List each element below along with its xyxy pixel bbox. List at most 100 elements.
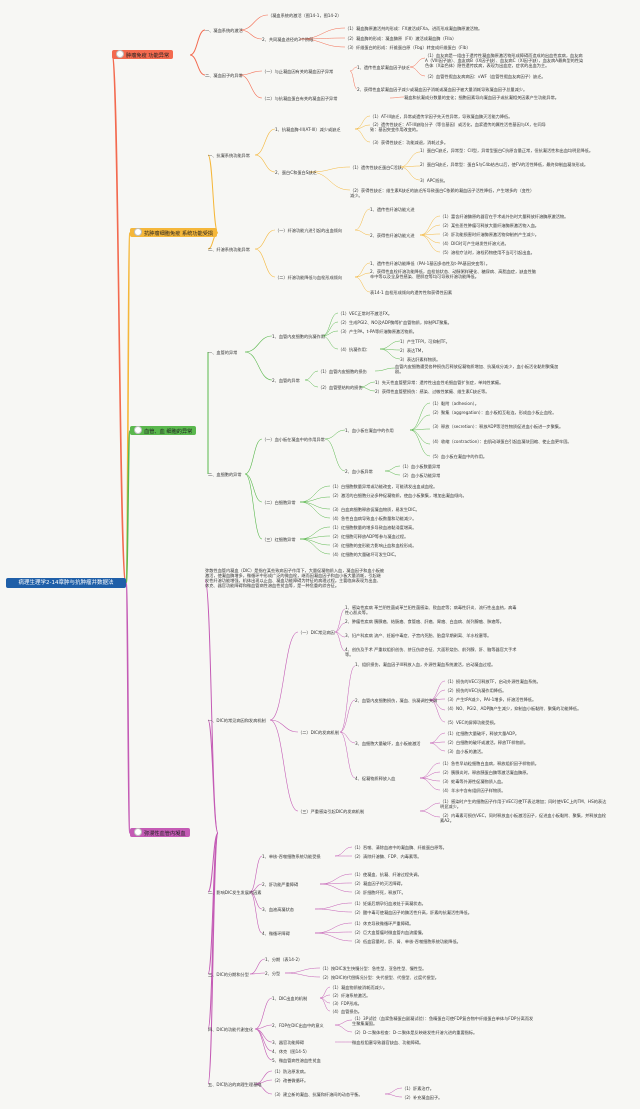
topic-node[interactable]: 4、微循环障碍 xyxy=(262,931,290,936)
topic-node[interactable]: （2）改善微循环。 xyxy=(272,1078,309,1083)
topic-node[interactable]: （3）肝细胞坏死，释放TF。 xyxy=(352,890,406,895)
topic-node[interactable]: 3）表达肝素样物质。 xyxy=(400,357,441,362)
topic-node[interactable]: 2、肝功能严重障碍 xyxy=(262,882,299,887)
topic-node[interactable]: （1）3P试验（血浆鱼精蛋白副凝试验）：鱼精蛋白可使FDP复合物中纤维蛋白单体与… xyxy=(352,1016,534,1026)
topic-node[interactable]: 一、抗凝系统功能异常 xyxy=(208,153,250,158)
topic-node[interactable]: （2）获得性缺乏：维生素K缺乏的缺乏所导致蛋白C依赖的凝血因子活性降低，产生增多… xyxy=(350,188,535,198)
topic-node[interactable]: （三）红细胞异常 xyxy=(262,537,296,542)
topic-node[interactable]: （1）吞噬、清除血液中的凝血酶、纤维蛋白原等。 xyxy=(352,845,447,850)
topic-node[interactable]: 2、蛋白C和蛋白S缺乏 xyxy=(275,170,317,175)
topic-node[interactable]: （3）肝功能损害时纤溶酶原激活物抑制剂产生减少。 xyxy=(440,232,539,237)
topic-node[interactable]: 5、微血管病性溶血性贫血 xyxy=(272,1058,321,1063)
topic-node[interactable]: 四、DIC的功能代谢变化 xyxy=(208,1027,254,1032)
topic-node[interactable]: （2）血管壁结构的损伤 xyxy=(318,385,363,390)
topic-node[interactable]: 五、DIC防治的病理生理基础 xyxy=(208,1082,262,1087)
topic-node[interactable]: （1）凝血酶原激活剂的形成：FX激活成FXa，进而形成凝血酶原激活物。 xyxy=(345,26,483,31)
topic-node[interactable]: （1）遗传性缺乏蛋白C活跃。 xyxy=(350,165,406,170)
topic-node[interactable]: 表14-1 血栓形成倾向的遗传性和获得性因素 xyxy=(370,290,453,295)
category-node-3[interactable]: 血管、血 细胞的异常 xyxy=(130,426,197,435)
topic-node[interactable]: （三）严重感染引起DIC的发病机制 xyxy=(298,809,365,814)
topic-node[interactable]: （3）血小板的激活。 xyxy=(445,749,486,754)
topic-node[interactable]: （二）与抗凝血蛋白有关的凝血因子异常 xyxy=(262,96,338,101)
topic-node[interactable]: （4）收缩（contraction）：由肌动球蛋白引起血凝块回缩、使止血更牢固。 xyxy=(430,439,572,444)
topic-node[interactable]: （2）补充凝血因子。 xyxy=(402,1095,443,1100)
topic-node[interactable]: （3）红细胞的变形能力影响止血和血栓形成。 xyxy=(330,543,417,548)
topic-node[interactable]: 2、血小板异常 xyxy=(345,469,373,474)
topic-node[interactable]: （1）富含纤溶酶原的器官在手术或外伤时大量释放纤溶酶原激活物。 xyxy=(440,214,569,219)
topic-node[interactable]: 凝血和抗凝成分数量的变化；细胞因素导向凝血因子或抗凝相关因素产生功能异常。 xyxy=(404,95,559,100)
topic-node[interactable]: 1、遗传性纤溶功能降低（PAI-1基因多态性及t-PA基因突变等）。 xyxy=(370,261,490,266)
topic-node[interactable]: （1）血管内皮细胞的损伤 xyxy=(318,369,367,374)
topic-node[interactable]: （2）酸中毒可使凝血因子的酶活性升高，肝素的抗凝活性降低。 xyxy=(352,910,472,915)
topic-node[interactable]: 血管内皮细胞遭受各种损伤后释放促凝物质增加、抗凝成分减少，血小板活化黏附聚集加剧… xyxy=(395,364,559,374)
topic-node[interactable]: （1）红细胞大量破坏，释放大量ADP。 xyxy=(445,731,520,736)
topic-node[interactable]: （凝血系统的激活（图14-1，图14-2） xyxy=(268,13,342,18)
topic-node[interactable]: 3、血细胞大量破坏，血小板被激活 xyxy=(355,741,421,746)
topic-node[interactable]: （2）D-二聚体检查：D-二聚体是反映继发性纤溶亢进的重要指标。 xyxy=(352,1030,478,1035)
topic-node[interactable]: （2）血小板功能异常 xyxy=(400,473,441,478)
topic-node[interactable]: （4）羊水中含有组织因子样物质。 xyxy=(440,788,506,793)
topic-node[interactable]: 4、休克（图14-5） xyxy=(272,1049,310,1054)
topic-node[interactable]: （1）红细胞数量的增多导致血液黏滞度增高。 xyxy=(330,525,417,530)
topic-node[interactable]: （4）急性白血病导致血小板数量和功能减少。 xyxy=(330,516,417,521)
topic-node[interactable]: 三、DIC的分期和分型 xyxy=(208,972,249,977)
topic-node[interactable]: 1、遗传性血浆凝血因子缺乏 xyxy=(357,65,410,70)
topic-node[interactable]: （3）纤维蛋白的形成：纤维蛋白原（Fbg）转变成纤维蛋白（FIb） xyxy=(345,45,471,50)
topic-node[interactable]: 1）产生TFPI，可抑制TF。 xyxy=(400,339,450,344)
topic-node[interactable]: （2）生成PGI2、NO及ADP酶等扩血管物质，抑制PLT聚集。 xyxy=(338,320,452,325)
topic-node[interactable]: 2、血管内皮细胞损伤，凝血、抗凝调控失调 xyxy=(355,698,438,703)
topic-node[interactable]: （3）获得性缺乏：功能减退，消耗过多。 xyxy=(370,140,449,145)
topic-node[interactable]: （一）纤溶功能亢进引起的出血倾向 xyxy=(275,228,343,233)
topic-node[interactable]: 2、肿瘤性疾病 胰腺癌、结肠癌、食管癌、肝癌、胃癌、白血病、前列腺癌、肺癌等。 xyxy=(345,619,504,624)
topic-node[interactable]: （2）胰腺炎时，释放胰蛋白酶等激活凝血酶原。 xyxy=(440,770,531,775)
topic-node[interactable]: 二、血细胞的异常 xyxy=(208,472,242,477)
topic-node[interactable]: （5）VEC的屏障功能受损。 xyxy=(445,720,498,725)
topic-node[interactable]: （2）某些恶性肿瘤可释放大量纤溶酶原激活物入血。 xyxy=(440,223,539,228)
topic-node[interactable]: （2）红细胞可释放ADP等参与凝血过程。 xyxy=(330,534,409,539)
topic-node[interactable]: （二）白细胞异常 xyxy=(262,500,296,505)
topic-node[interactable]: 2、共同凝血途径的3个阶段 xyxy=(262,37,314,42)
topic-node[interactable]: （1）肝素治疗。 xyxy=(402,1086,434,1091)
topic-node[interactable]: （1）使凝血、抗凝、纤溶过程失调。 xyxy=(352,872,422,877)
topic-node[interactable]: 2、血管的异常 xyxy=(272,378,300,383)
topic-node[interactable]: 3、器官功能障碍 xyxy=(272,1040,304,1045)
topic-node[interactable]: 1、DIC出血的机制 xyxy=(272,996,308,1001)
topic-node[interactable]: 1、遗传性纤溶功能亢进 xyxy=(370,207,415,212)
topic-node[interactable]: （4）血管损伤。 xyxy=(330,1009,362,1014)
topic-node[interactable]: 一、血管的异常 xyxy=(208,350,238,355)
topic-node[interactable]: （1）凝血物质被消耗而减少。 xyxy=(330,985,388,990)
topic-node[interactable]: 4、促凝物质释放入血 xyxy=(355,776,396,781)
topic-node[interactable]: 2）蛋白S缺乏，异常型：蛋白S与C4b结合以后，使FV的活性降低，最终抑制血凝块… xyxy=(420,162,589,167)
topic-node[interactable]: （4）抗凝作用： xyxy=(338,347,370,352)
topic-node[interactable]: （1）白细胞数量异常或功能改变，可能诱发出血或血栓。 xyxy=(330,484,438,489)
topic-node[interactable]: 2）获得性血管壁损伤：感染、过敏性紫癜、维生素C缺乏等。 xyxy=(375,389,490,394)
topic-node[interactable]: （2）纤溶系统激活。 xyxy=(330,993,371,998)
topic-node[interactable]: 3、血液高凝状态 xyxy=(262,907,294,912)
topic-node[interactable]: （2）白细胞的破坏或激活，释放TF样物质。 xyxy=(445,740,529,745)
topic-node[interactable]: 2）表达TM， xyxy=(400,348,426,353)
topic-node[interactable]: （1）妊娠后期孕妇血液处于高凝状态。 xyxy=(352,901,426,906)
topic-node[interactable]: 弥散性血管内凝血（DIC）是指在某些致病因子作用下，大量促凝物质入血，凝血因子和… xyxy=(205,568,385,588)
topic-node[interactable]: （4）DIC时可产生继发性纤溶亢进。 xyxy=(440,241,509,246)
topic-node[interactable]: （1）急性早幼粒细胞白血病，释放组织因子样物质。 xyxy=(440,761,539,766)
topic-node[interactable]: 1、分期（表14-2） xyxy=(265,957,303,962)
topic-node[interactable]: （1）血小板数量异常 xyxy=(400,464,441,469)
topic-node[interactable]: 1、血管内皮细胞的抗凝作用 xyxy=(272,334,325,339)
topic-node[interactable]: （2）激活的白细胞分泌多种促凝物质，使血小板聚集，增加出凝血倾向。 xyxy=(330,493,467,498)
topic-node[interactable]: 1、血小板在凝血中的作用 xyxy=(345,428,394,433)
topic-node[interactable]: 二、影响DIC发生发展的因素 xyxy=(208,890,262,895)
topic-node[interactable]: （2）内毒素可损伤VEC，同时释放血小板激活因子，促进血小板黏附、聚集，并释放血… xyxy=(440,813,607,823)
topic-node[interactable]: （2）按DIC的代偿情况分型：失代偿型、代偿型、过度代偿型。 xyxy=(320,975,439,980)
topic-node[interactable]: 一、凝血系统的激活 xyxy=(205,28,243,33)
topic-node[interactable]: （2）损伤的VEC抗凝作用降低。 xyxy=(445,688,507,693)
topic-node[interactable]: （4）红细胞的大量破坏可发生DIC。 xyxy=(330,552,399,557)
topic-node[interactable]: 4、创伤及手术 严重软组织创伤、挤压伤综合征、大面积烧伤、前列腺、肝、脑等器官大… xyxy=(345,647,517,657)
topic-node[interactable]: （1）黏附（adhesion）。 xyxy=(430,401,479,406)
topic-node[interactable]: （3）产生PA，t-PA等纤溶酶原激活物质。 xyxy=(338,329,417,334)
topic-node[interactable]: （5）血小板在凝血中的作用。 xyxy=(430,454,488,459)
topic-node[interactable]: （3）蛇毒等外源性促凝物质入血。 xyxy=(440,779,506,784)
topic-node[interactable]: （1）损伤的VEC可释放TF，启动外源性凝血系统。 xyxy=(445,679,541,684)
topic-node[interactable]: （2）遗传性缺乏：AT-III缺陷分子（等位基因）或活化，血浆遗传的属性活性基因… xyxy=(370,122,546,132)
topic-node[interactable]: （1）血友病是一组由于遗传性凝血酶原激活物形成障碍而造成的出血性疾病，血友病A（… xyxy=(425,53,584,68)
topic-node[interactable]: （3）低血容量时，肝、肾、单核-吞噬细胞系统功能降低。 xyxy=(352,939,461,944)
